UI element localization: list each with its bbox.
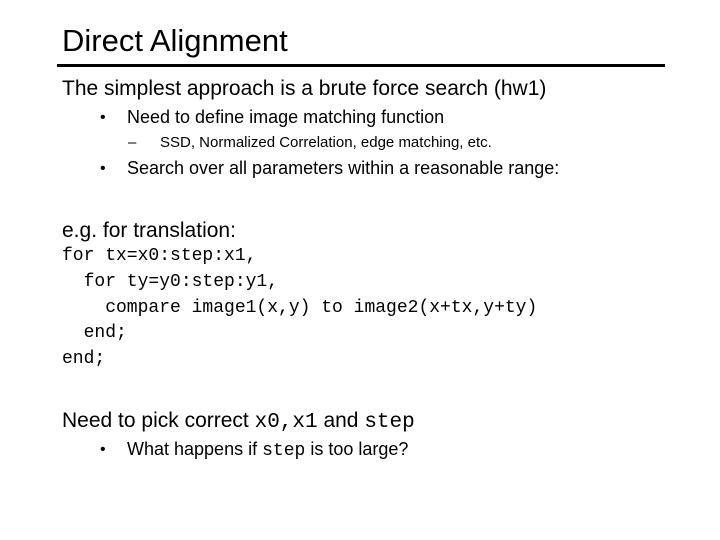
- pick-prefix: Need to pick correct: [62, 409, 255, 432]
- code-line: compare image1(x,y) to image2(x+tx,y+ty): [62, 298, 538, 318]
- question-code: step: [262, 441, 306, 461]
- sub-bullet-metrics: SSD, Normalized Correlation, edge matchi…: [160, 134, 492, 151]
- question-line: What happens if step is too large?: [127, 438, 408, 462]
- question-suffix: is too large?: [305, 439, 409, 459]
- bullet-marker: •: [100, 109, 106, 126]
- slide-title: Direct Alignment: [62, 23, 288, 58]
- sub-bullet-dash: –: [128, 134, 137, 151]
- title-underline: [57, 64, 665, 67]
- pick-mid: and: [317, 409, 365, 432]
- pick-parameters-line: Need to pick correct x0,x1 and step: [62, 408, 415, 436]
- pick-code-range: x0,x1: [254, 411, 318, 434]
- code-line: end;: [62, 349, 106, 369]
- bullet-matching-function: Need to define image matching function: [127, 107, 445, 127]
- bullet-search-parameters: Search over all parameters within a reas…: [127, 158, 560, 178]
- code-line: end;: [62, 323, 127, 343]
- question-prefix: What happens if: [127, 439, 263, 459]
- example-heading: e.g. for translation:: [62, 219, 236, 242]
- code-line: for ty=y0:step:y1,: [62, 272, 279, 292]
- bullet-marker: •: [100, 441, 106, 458]
- code-line: for tx=x0:step:x1,: [62, 246, 257, 266]
- intro-text: The simplest approach is a brute force s…: [62, 77, 547, 100]
- bullet-marker: •: [100, 160, 106, 177]
- pick-code-step: step: [364, 411, 415, 434]
